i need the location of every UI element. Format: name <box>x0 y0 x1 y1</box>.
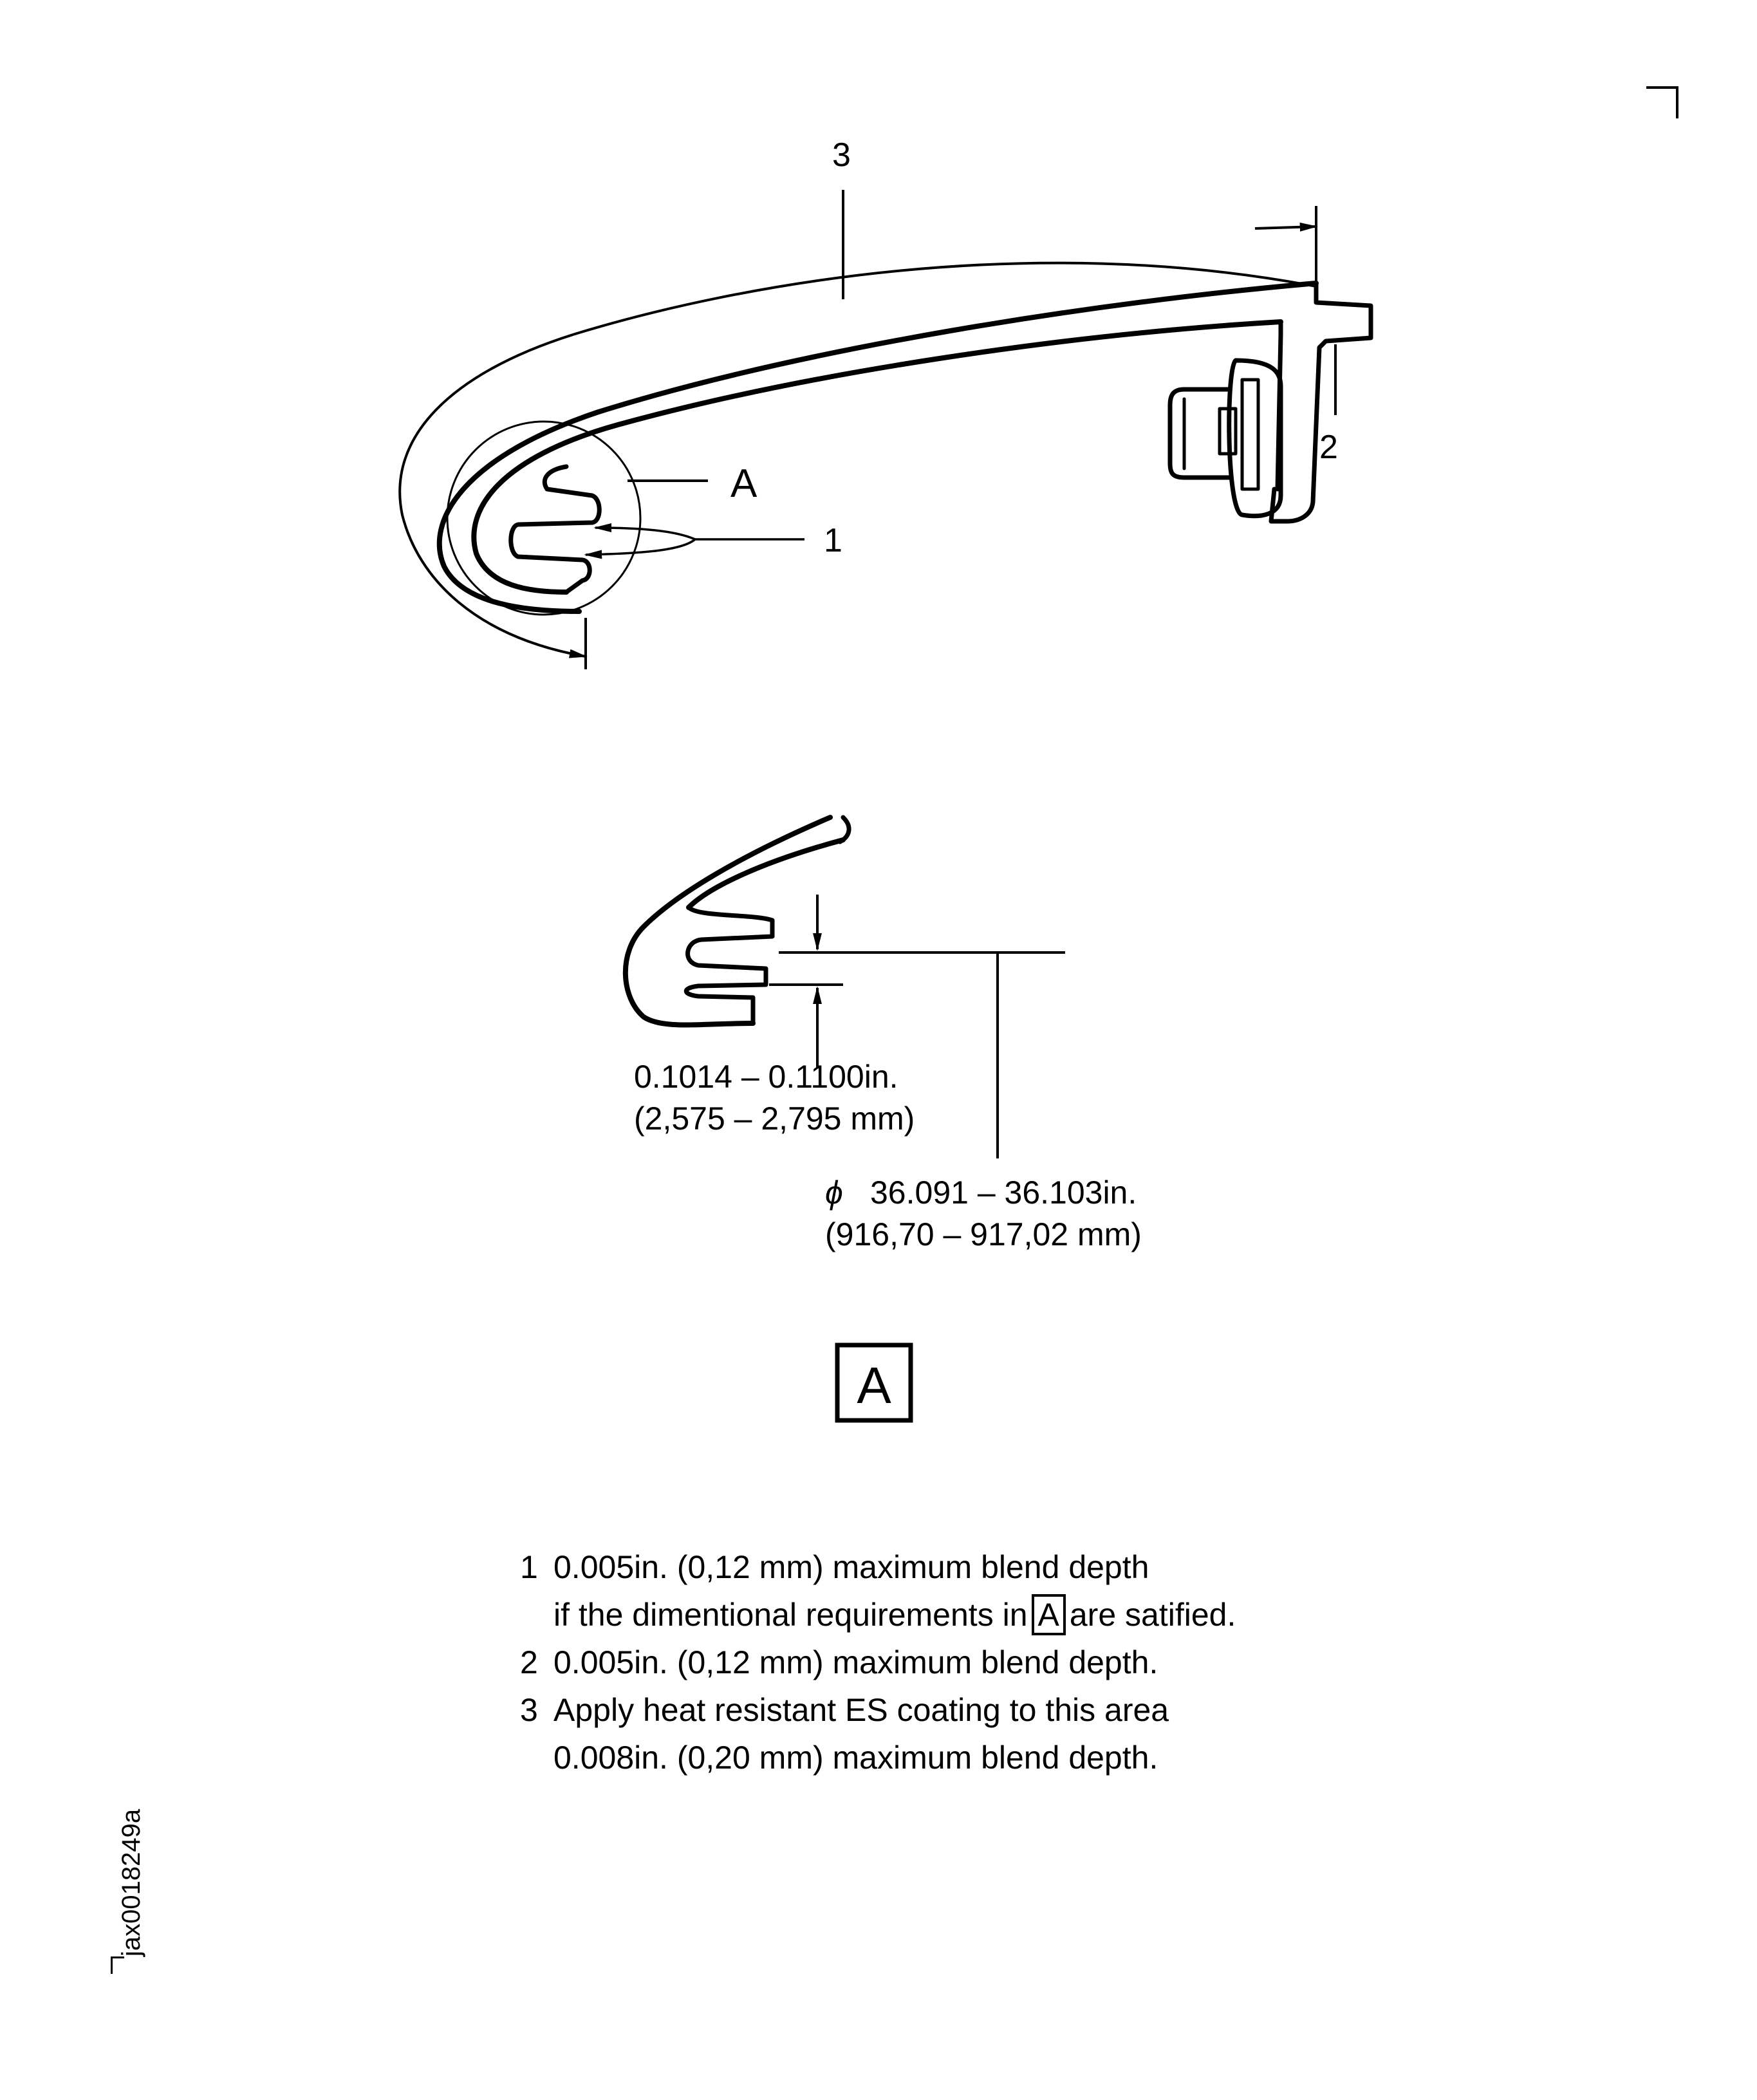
callout-3-label: 3 <box>832 136 851 174</box>
note-text: 0.005in. (0,12 mm) maximum blend depth. <box>553 1644 1158 1680</box>
callout-A-label: A <box>730 461 758 506</box>
note-3-continuation: 0.008in. (0,20 mm) maximum blend depth. <box>520 1734 1236 1781</box>
callout-1-label: 1 <box>824 522 842 559</box>
note-number: 2 <box>520 1644 538 1680</box>
dim-diameter-in: 36.091 – 36.103in. <box>870 1175 1137 1211</box>
notes-list: 1 0.005in. (0,12 mm) maximum blend depth… <box>520 1543 1236 1781</box>
seal-cross-section <box>436 281 1373 614</box>
figure-id: jax0018249a <box>117 1808 145 1956</box>
dimension-lines <box>769 895 1065 1158</box>
dim-diameter-mm: (916,70 – 917,02 mm) <box>825 1216 1142 1252</box>
callout-3-leader <box>398 190 1318 669</box>
dim-thickness-in: 0.1014 – 0.1100in. <box>634 1059 898 1095</box>
view-A-label: A <box>857 1357 891 1414</box>
detail-circle-A <box>446 420 708 616</box>
detail-A-section <box>622 815 851 1028</box>
view-A-reference-box: A <box>1031 1594 1066 1635</box>
diameter-symbol: ϕ <box>825 1175 843 1211</box>
note-text: are satified. <box>1069 1597 1236 1633</box>
note-text: if the dimentional requirements in <box>553 1597 1028 1633</box>
dim-thickness-mm: (2,575 – 2,795 mm) <box>634 1101 915 1137</box>
note-text: 0.008in. (0,20 mm) maximum blend depth. <box>553 1740 1158 1776</box>
corner-mark-bottom-left <box>111 1956 124 1974</box>
corner-mark-top-right <box>1646 86 1678 118</box>
callout-2-label: 2 <box>1319 429 1338 466</box>
note-number: 1 <box>520 1549 538 1585</box>
note-2: 2 0.005in. (0,12 mm) maximum blend depth… <box>520 1639 1236 1686</box>
note-text: 0.005in. (0,12 mm) maximum blend depth <box>553 1549 1149 1585</box>
note-number: 3 <box>520 1692 538 1728</box>
note-1: 1 0.005in. (0,12 mm) maximum blend depth <box>520 1543 1236 1591</box>
callout-1-leader <box>584 523 804 559</box>
view-A-box <box>835 1343 913 1423</box>
note-3: 3 Apply heat resistant ES coating to thi… <box>520 1686 1236 1734</box>
note-text: Apply heat resistant ES coating to this … <box>553 1692 1169 1728</box>
